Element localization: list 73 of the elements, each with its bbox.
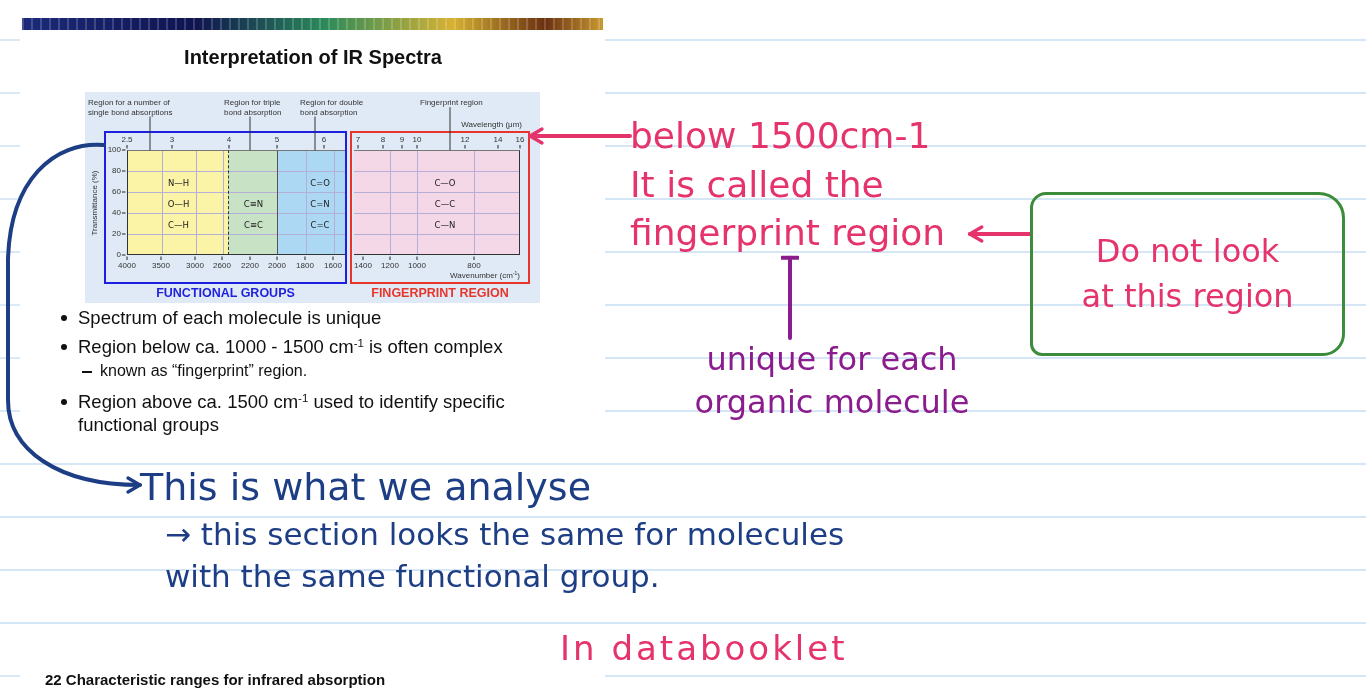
- slide-title: Interpretation of IR Spectra: [184, 45, 442, 69]
- axis-tick-label: 8: [380, 134, 386, 145]
- absorption-band: [277, 150, 345, 255]
- handwritten-note: This is what we analyse: [140, 464, 591, 511]
- leader-line: [449, 107, 451, 151]
- curved-arrow: [6, 142, 142, 494]
- axis-tick-label: 0: [116, 250, 121, 260]
- axis-tick-label: 1600: [324, 260, 342, 271]
- region-heading: FUNCTIONAL GROUPS: [156, 286, 295, 301]
- bond-label: N—H: [167, 177, 190, 188]
- axis-tick-label: 1000: [408, 260, 426, 271]
- absorption-band: [127, 150, 228, 255]
- absorption-band: [354, 150, 520, 255]
- axis-tick-label: 7: [355, 134, 361, 145]
- axis-tick-label: 1200: [381, 260, 399, 271]
- arrow: [528, 127, 632, 145]
- bullet-point: Spectrum of each molecule is unique: [57, 306, 382, 329]
- axis-tick-label: 6: [321, 134, 327, 145]
- axis-tick-label: 3500: [152, 260, 170, 271]
- axis-tick-label: 9: [399, 134, 405, 145]
- axis-tick-label: 3: [169, 134, 175, 145]
- axis-tick-label: 800: [467, 260, 481, 271]
- bond-label: C—O: [434, 177, 456, 188]
- axis-tick-label: 10: [412, 134, 422, 145]
- axis-tick-label: 1400: [354, 260, 372, 271]
- axis-tick-label: 2.5: [121, 134, 133, 145]
- bond-label: C=N: [310, 198, 330, 209]
- outlined-note: Do not look at this region: [1030, 192, 1346, 356]
- bond-label: C—N: [434, 219, 456, 230]
- axis-tick-label: 80: [112, 166, 121, 176]
- axis-tick-label: 12: [460, 134, 470, 145]
- axis-title: Wavelength (μm): [461, 120, 522, 130]
- leader-line: [314, 116, 316, 151]
- callout-label: Fingerprint region: [420, 98, 483, 108]
- handwritten-note: below 1500cm-1 It is called the fingerprint region: [630, 112, 970, 258]
- bond-label: C=C: [310, 219, 330, 230]
- axis-tick-label: 14: [493, 134, 503, 145]
- axis-tick-label: 5: [274, 134, 280, 145]
- handwritten-note: In databooklet: [560, 627, 848, 670]
- axis-tick-label: 40: [112, 208, 121, 218]
- handwritten-note: → this section looks the same for molecules with the same functional group.: [165, 515, 846, 596]
- axis-tick-label: 20: [112, 229, 121, 239]
- leader-line: [149, 116, 151, 151]
- bullet-point: Region above ca. 1500 cm$^{-1}$ used to identify specific functional groups: [57, 390, 569, 436]
- callout-label: Region for a number of single bond absorptions: [88, 98, 188, 117]
- bond-label: C—H: [168, 219, 189, 230]
- axis-tick-label: 3000: [186, 260, 204, 271]
- axis-tick-label: 1800: [296, 260, 314, 271]
- leader-line: [249, 116, 251, 151]
- absorption-band: [228, 150, 277, 255]
- axis-tick-label: 16: [515, 134, 525, 145]
- handwritten-note: unique for each organic molecule: [680, 338, 984, 425]
- bond-label: O—H: [167, 198, 190, 209]
- callout-label: Region for triple bond absorption: [224, 98, 292, 117]
- axis-tick-label: 100: [107, 145, 121, 155]
- axis-tick-label: 60: [112, 187, 121, 197]
- axis-tick-label: 4: [226, 134, 232, 145]
- bond-label: C≡C: [244, 219, 263, 230]
- bar-ended-line: [780, 255, 800, 340]
- bond-label: C=O: [310, 177, 330, 188]
- bond-label: C—C: [434, 198, 456, 209]
- axis-tick-label: 2600: [213, 260, 231, 271]
- axis-tick-label: 4000: [118, 260, 136, 271]
- axis-tick-label: 2200: [241, 260, 259, 271]
- arrow: [967, 225, 1032, 243]
- callout-label: Region for double bond absorption: [300, 98, 372, 117]
- section-heading: 22 Characteristic ranges for infrared absorption: [45, 671, 386, 689]
- axis-title: Transmittance (%): [90, 170, 100, 236]
- sub-bullet-point: known as “fingerprint” region.: [80, 361, 308, 381]
- bullet-point: Region below ca. 1000 - 1500 cm$^{-1}$ is often complex: [57, 335, 503, 358]
- axis-tick-label: 2000: [268, 260, 286, 271]
- region-heading: FINGERPRINT REGION: [371, 286, 509, 301]
- bond-label: C≡N: [243, 198, 264, 209]
